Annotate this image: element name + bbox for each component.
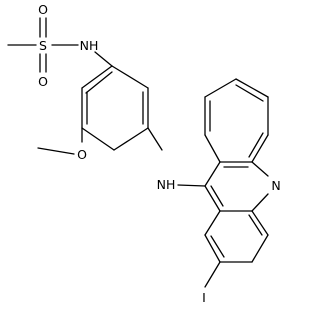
- atom-s: S: [39, 38, 47, 53]
- atom-o-methoxy: O: [77, 147, 87, 162]
- atom-nh-sulfonamide: NH: [80, 38, 99, 53]
- atom-o-top: O: [38, 2, 48, 17]
- atom-o-bottom: O: [38, 74, 48, 89]
- atom-nh-amine: NH: [157, 177, 176, 192]
- bond-lines: [7, 17, 269, 288]
- atom-n-acridine: N: [271, 178, 280, 193]
- atom-labels: O S O NH O NH N I: [38, 2, 281, 305]
- atom-iodine: I: [202, 290, 206, 305]
- molecule-structure-diagram: O S O NH O NH N I: [7, 2, 281, 305]
